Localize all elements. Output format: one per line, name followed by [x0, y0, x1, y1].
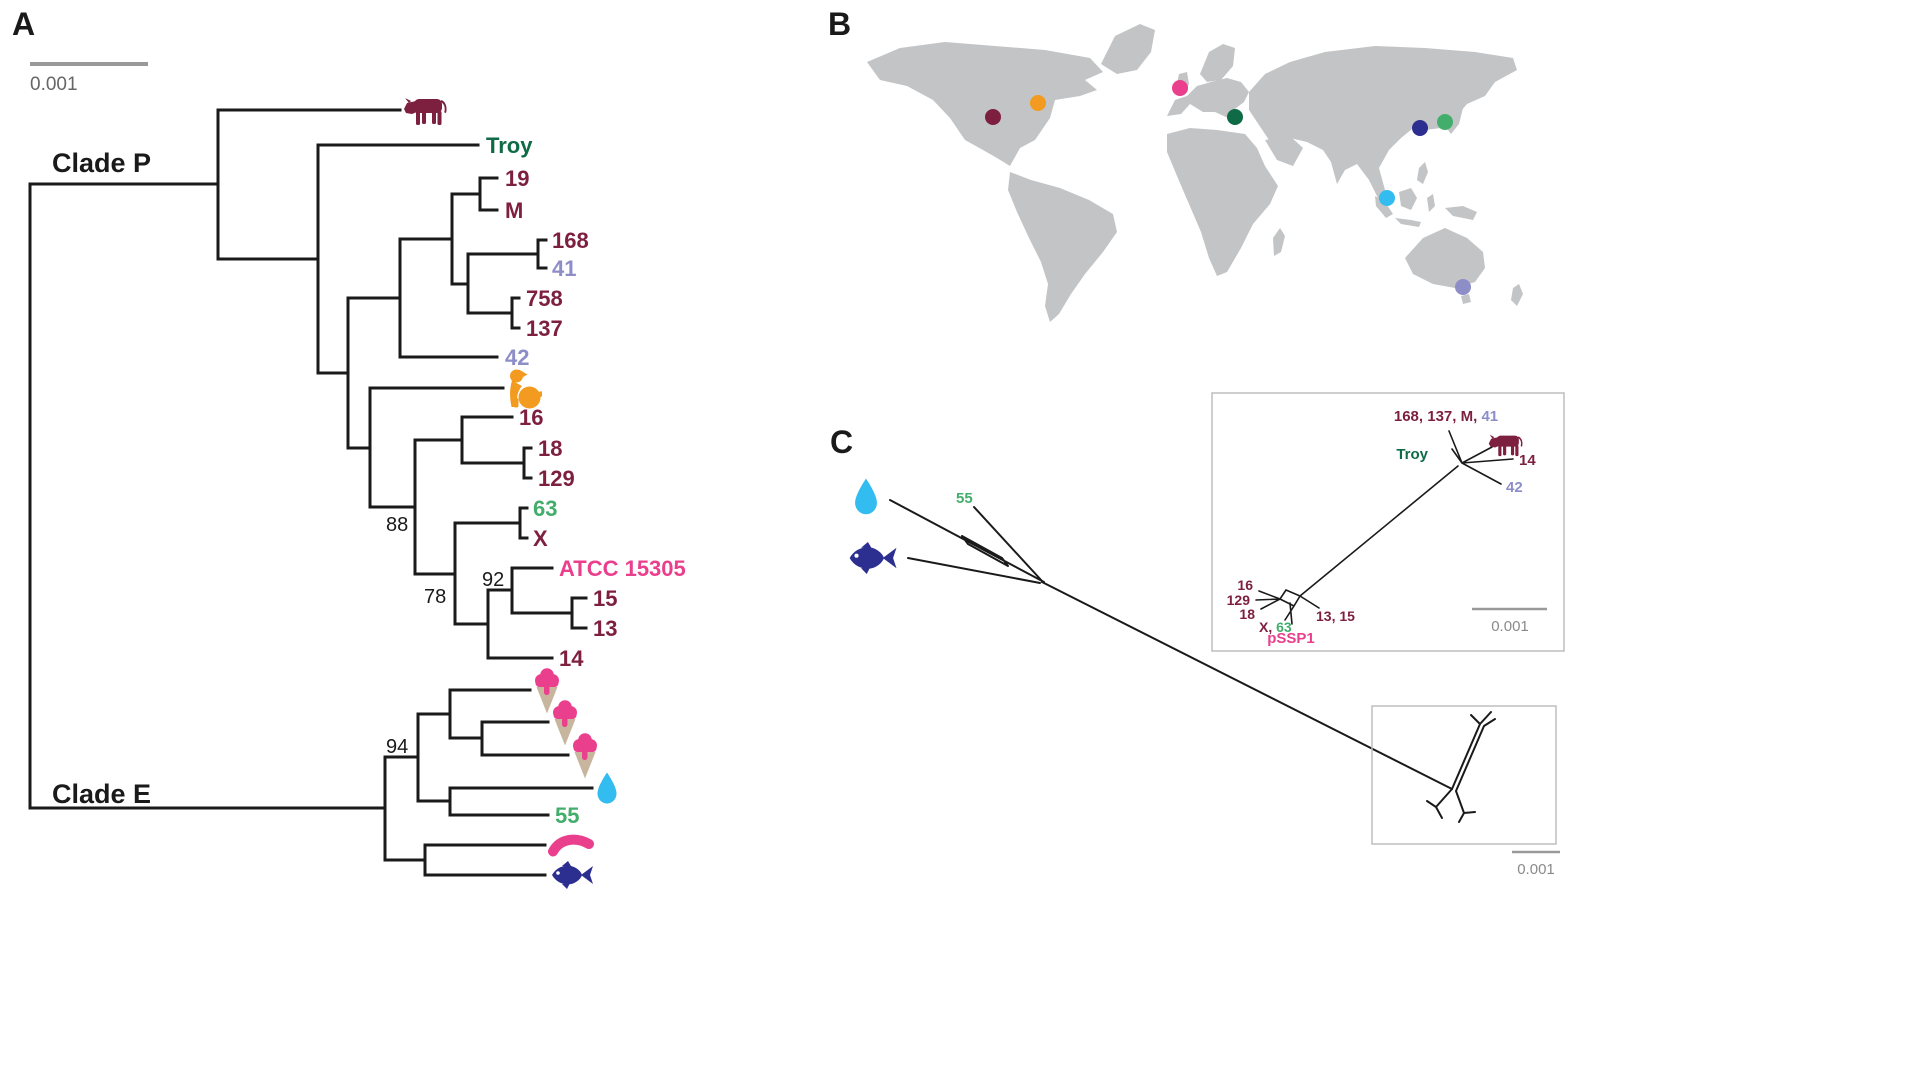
tree-scale-label: 0.001: [30, 74, 78, 95]
map-dot-lavender: [1455, 279, 1471, 295]
tip-label-m: M: [505, 198, 523, 223]
bootstrap-92: 92: [482, 569, 504, 591]
bootstrap-94: 94: [386, 736, 408, 758]
tip-label-129: 129: [538, 466, 575, 491]
tip-label-168: 168: [552, 228, 589, 253]
map-dot-orange: [1030, 95, 1046, 111]
inset-label-pssp1: pSSP1: [1267, 630, 1315, 647]
map-dot-green: [1437, 114, 1453, 130]
clade-e-label: Clade E: [52, 779, 151, 809]
tip-label-x: X: [533, 526, 548, 551]
ice-cream-icon: [553, 700, 577, 746]
panel-a-label: A: [12, 6, 36, 42]
clade-p-label: Clade P: [52, 148, 151, 178]
tip-label-14: 14: [559, 646, 584, 671]
tip-label-55: 55: [555, 803, 579, 828]
world-map: [867, 24, 1523, 322]
water-drop-icon: [597, 772, 617, 804]
ice-cream-icon: [535, 668, 559, 714]
tip-label-19: 19: [505, 166, 529, 191]
fish-icon: [552, 861, 593, 889]
inset-label-13-15: 13, 15: [1316, 608, 1355, 624]
inset-label-troy: Troy: [1396, 446, 1428, 463]
tip-label-atcc-15305: ATCC 15305: [559, 556, 686, 581]
fish-icon: [849, 542, 897, 574]
inset-network-edges: [1255, 430, 1514, 625]
map-dot-pink: [1172, 80, 1188, 96]
phylogenetic-tree-panel: 0.001 Clade P Clade E 88 78 92 94 Troy 1…: [28, 62, 686, 889]
cluster-zoom-source-box: [1371, 705, 1557, 845]
inset-label-42: 42: [1506, 479, 1523, 496]
tip-label-13: 13: [593, 616, 617, 641]
inset-label-16: 16: [1237, 577, 1253, 593]
water-drop-icon: [855, 478, 877, 515]
bootstrap-78: 78: [424, 586, 446, 608]
tip-label-137: 137: [526, 316, 563, 341]
network-edges: [889, 499, 1453, 790]
sausage-icon: [553, 840, 589, 852]
inset-label-x-63: X, 63: [1259, 619, 1292, 635]
panel-c-label: C: [830, 424, 854, 460]
cow-icon: [404, 98, 447, 125]
tip-label-15: 15: [593, 586, 617, 611]
map-dot-maroon: [985, 109, 1001, 125]
inset-label-top-cluster: 168, 137, M, 41: [1394, 408, 1498, 425]
map-dot-dark-green: [1227, 109, 1243, 125]
network-inset-box: [1211, 392, 1565, 652]
map-dot-navy: [1412, 120, 1428, 136]
dog-icon: [510, 369, 542, 409]
sample-location-dots: [985, 80, 1471, 295]
tip-label-18: 18: [538, 436, 562, 461]
network-label-55: 55: [956, 490, 973, 507]
inset-scale-label: 0.001: [1491, 618, 1529, 635]
collapsed-cluster-edges: [1426, 711, 1496, 823]
tip-label-41: 41: [552, 256, 576, 281]
inset-label-129: 129: [1227, 592, 1251, 608]
tree-branches: [28, 108, 594, 877]
network-panel: 55 0.001 168, 137, M, 41 Troy 14 42 16 1…: [849, 392, 1565, 878]
bootstrap-88: 88: [386, 514, 408, 536]
inset-label-18: 18: [1239, 606, 1255, 622]
panel-b-label: B: [828, 6, 852, 42]
inset-label-14: 14: [1519, 452, 1536, 469]
tip-label-troy: Troy: [486, 133, 533, 158]
ice-cream-icon: [573, 733, 597, 779]
network-scale-label: 0.001: [1517, 861, 1555, 878]
tip-label-758: 758: [526, 286, 563, 311]
tip-label-42: 42: [505, 345, 529, 370]
tip-label-16: 16: [519, 405, 543, 430]
tip-label-63: 63: [533, 496, 557, 521]
map-dot-cyan: [1379, 190, 1395, 206]
world-map-panel: [867, 24, 1523, 322]
